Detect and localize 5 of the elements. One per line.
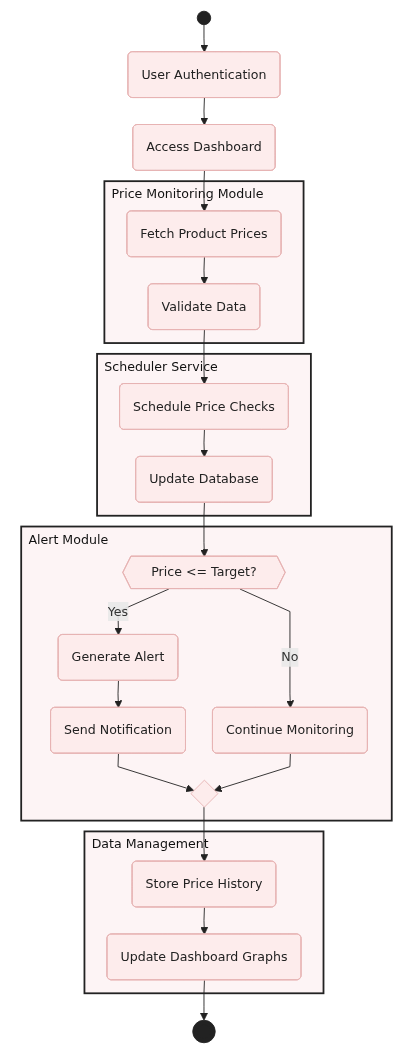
node-diamond [190,779,218,808]
node-circle [196,10,211,26]
edge-label: No [280,649,299,665]
node-circle [191,1019,216,1044]
edge-label: Yes [107,603,128,619]
